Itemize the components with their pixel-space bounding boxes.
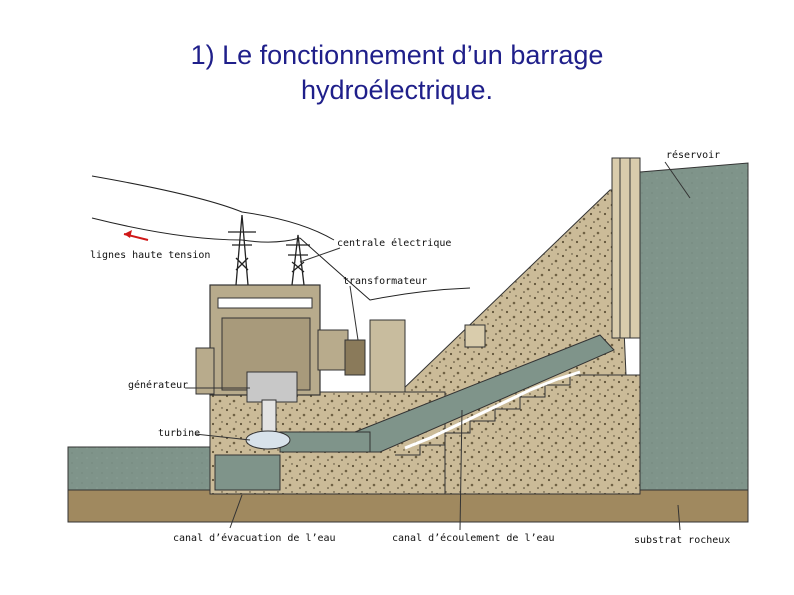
generator [246, 371, 298, 403]
water-conduit [279, 431, 371, 453]
side-annex [195, 347, 215, 395]
label-centrale: centrale électrique [337, 237, 451, 249]
transformer-body [344, 339, 366, 376]
turbine [245, 430, 291, 450]
dam-crest [611, 157, 641, 339]
label-transformateur: transformateur [343, 276, 427, 287]
page-title: 1) Le fonctionnement d’un barrage hydroé… [0, 38, 794, 108]
dam-steps [395, 374, 626, 456]
evacuation-canal [214, 454, 281, 491]
title-line-2: hydroélectrique. [300, 75, 494, 105]
pylon-left [228, 214, 256, 286]
label-substrat: substrat rocheux [634, 535, 730, 546]
label-canal-evacuation: canal d’évacuation de l’eau [173, 532, 336, 544]
label-turbine: turbine [158, 428, 200, 439]
title-line-1: 1) Le fonctionnement d’un barrage [190, 40, 604, 70]
power-line-3 [299, 237, 471, 301]
label-lignes: lignes haute tension [90, 250, 210, 261]
reservoir-water [639, 162, 749, 495]
label-reservoir: réservoir [666, 149, 720, 161]
power-direction-arrow [123, 230, 149, 241]
rock-substrate [67, 489, 749, 523]
power-line-1 [91, 175, 335, 241]
pylon-right [286, 234, 310, 286]
label-canal-ecoulement: canal d’écoulement de l’eau [392, 532, 555, 544]
label-generateur: générateur [128, 379, 188, 391]
transformer-house [317, 329, 349, 371]
intake-building [369, 319, 406, 393]
power-line-2 [91, 217, 301, 243]
